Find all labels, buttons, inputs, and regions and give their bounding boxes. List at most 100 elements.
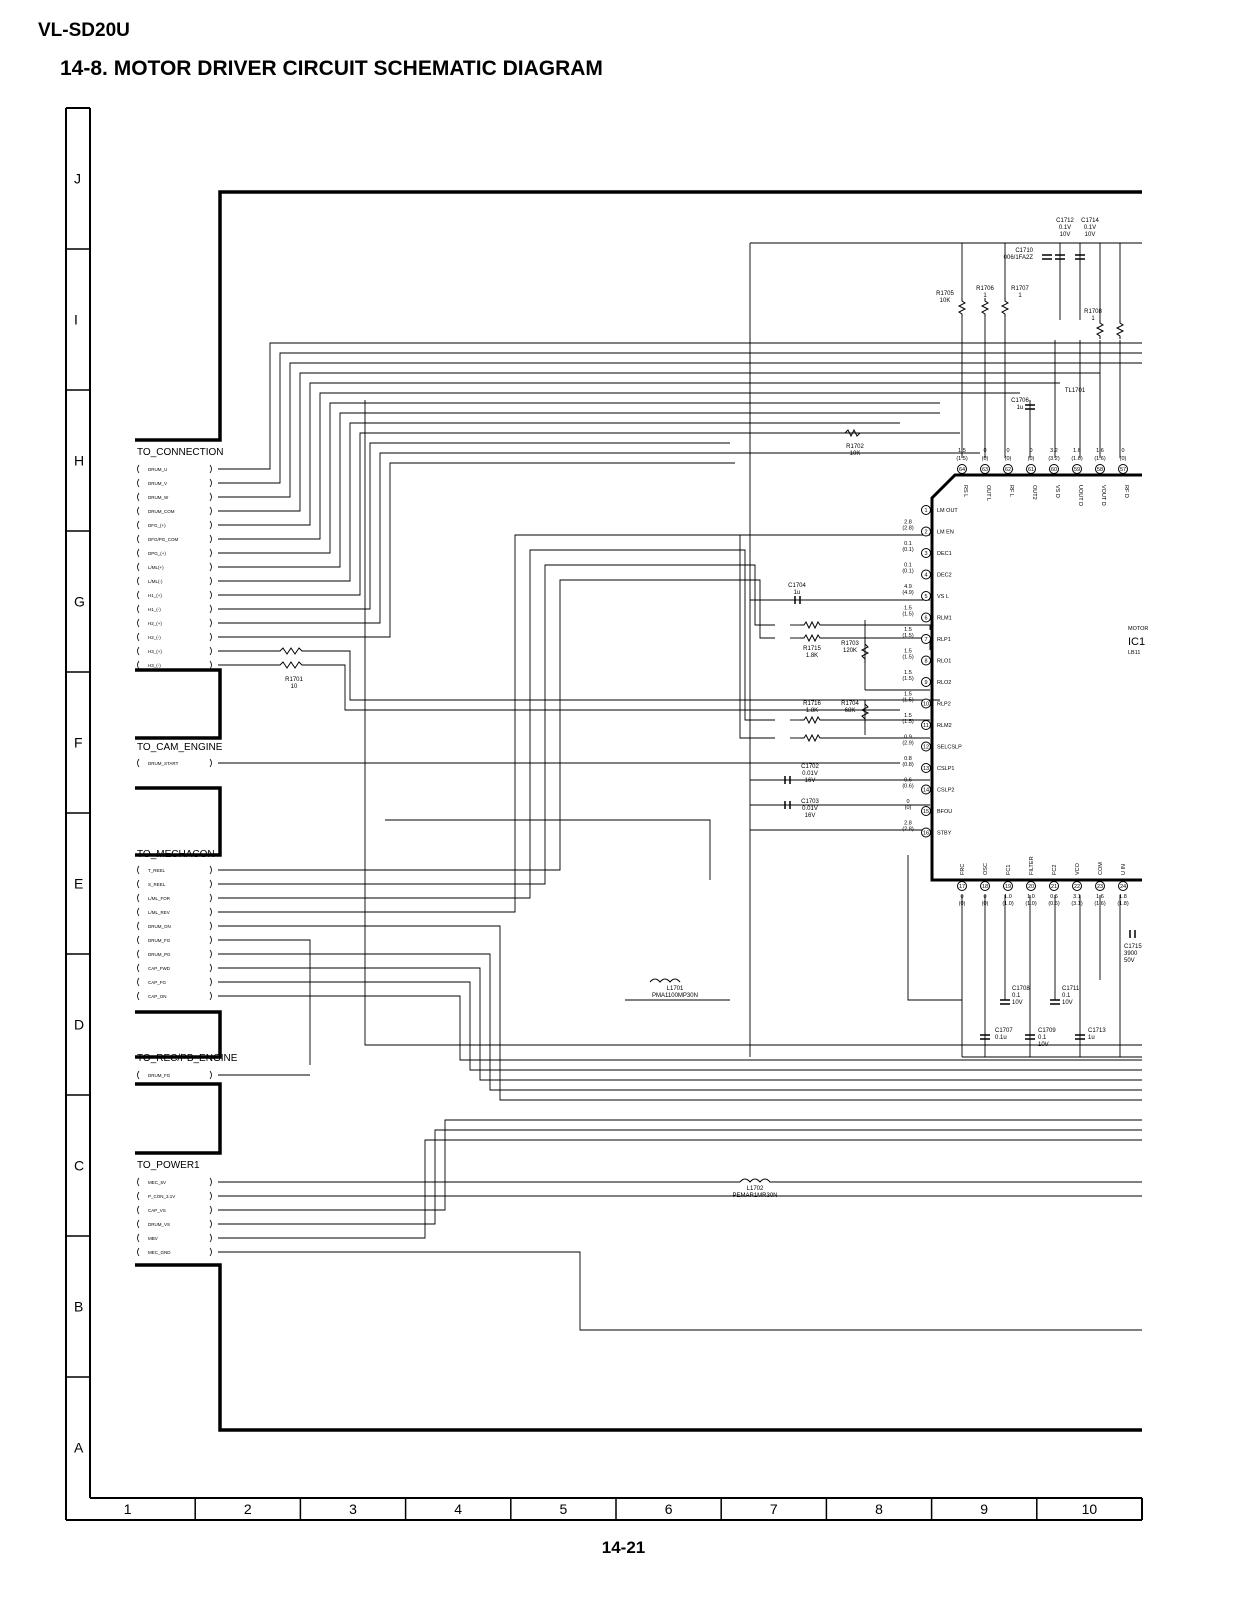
ic-pin-voltage-pb: (0) (905, 805, 912, 811)
ic-pin-number: 19 (1005, 884, 1011, 890)
ic-pin-voltage: 4.9 (904, 584, 912, 590)
connector-signal: MEC_GND (148, 1250, 171, 1255)
ic-pin-voltage-pb: (1.6) (1094, 901, 1105, 907)
connector-signal: MEC_5V (148, 1180, 166, 1185)
ic-pin-8 (921, 655, 931, 666)
connector-pin-close (209, 907, 212, 917)
ic-pin-number: 62 (1005, 467, 1011, 473)
model-number: VL-SD20U (38, 20, 130, 41)
c1710-symbol (1042, 254, 1052, 260)
r1703-symbol (860, 640, 870, 663)
ic-pin-64 (957, 464, 967, 474)
ic-function-label: MOTOR (1128, 626, 1148, 632)
ic-pin-voltage-pb: (1.6) (1094, 456, 1105, 462)
ic-pin-voltage-pb: (1.8) (1117, 901, 1128, 907)
ic-pin-voltage-pb: (0) (1028, 456, 1035, 462)
connector-pin-open (137, 907, 140, 917)
ic-pin-number: 7 (924, 637, 927, 643)
r1701-symbol (272, 647, 320, 655)
ic-pin-60 (1049, 464, 1059, 474)
connector-signal: L/ML_FOR (148, 896, 171, 901)
ic-pin-1 (921, 505, 931, 515)
c1702-value: 0.01V (802, 771, 818, 777)
c1711-value: 0.1 (1062, 993, 1071, 999)
c1702-symbol (784, 776, 791, 784)
c1709-symbol (1025, 1034, 1035, 1040)
wiring (218, 242, 1142, 1331)
c1707-value: 0.1u (995, 1035, 1007, 1041)
c1704-value: 1u (794, 590, 801, 596)
ic-pin-voltage-pb: (1.5) (902, 676, 913, 682)
grid-col-4: 4 (454, 1501, 462, 1517)
c1710-ref: C1710 (1015, 248, 1033, 254)
connector-pin-open (137, 1070, 140, 1080)
ic-pin-voltage-pb: (1.5) (902, 633, 913, 639)
ic-pin-voltage-pb: (1.5) (902, 698, 913, 704)
c1706-ref: C1706 (1011, 398, 1029, 404)
connector-pin-open (137, 1205, 140, 1215)
c1713-ref: C1713 (1088, 1028, 1106, 1034)
ic-pin-name: CSLP2 (937, 788, 954, 794)
connector-pin-close (209, 977, 212, 987)
ic-pin-voltage-pb: (0) (982, 901, 989, 907)
ic-pin-19 (1003, 881, 1013, 891)
connector-pin-open (137, 506, 140, 516)
connector-pin-open (137, 949, 140, 959)
ic-pin-voltage-pb: (0) (1120, 456, 1127, 462)
connector-pin-open (137, 1177, 140, 1187)
connector-pin-close (209, 492, 212, 502)
ic-pin-name: LM OUT (937, 508, 958, 514)
ic-pin-voltage: 2.8 (904, 821, 912, 827)
ic-pin-name: RF L (1008, 485, 1014, 497)
ic-pin-name: UOUT D (1077, 485, 1083, 506)
connector-pin-open (137, 576, 140, 586)
grid-row-B: B (74, 1299, 83, 1315)
r1715-value: 1.8K (806, 653, 818, 659)
connector-signal: H2_(+) (148, 621, 162, 626)
ic-pin-name: VOUT D (1100, 485, 1106, 506)
ic-pin-voltage: 1.5 (904, 670, 912, 676)
connector-signal: CAP_FG (148, 980, 167, 985)
connector-pin-close (209, 632, 212, 642)
ic-pin-voltage: 1.8 (1119, 894, 1127, 900)
connector-signal: H3_(+) (148, 649, 162, 654)
connector-signal: L/ML(+) (148, 565, 164, 570)
grid-col-10: 10 (1082, 1501, 1098, 1517)
connector-signal: DRUM_ON (148, 924, 171, 929)
connector-signal: DRUM_COM (148, 509, 175, 514)
ic-pin-name: FC1 (1006, 865, 1012, 875)
ic-pin-number: 61 (1028, 467, 1034, 473)
connector-signal: MBV (148, 1236, 158, 1241)
r1702-value: 10K (850, 451, 861, 457)
connector-signal: DRUM_W (148, 495, 169, 500)
connector-signal: DRUM_VS (148, 1222, 170, 1227)
c1703-symbol (784, 801, 791, 809)
connector-signal: CAP_VS (148, 1208, 166, 1213)
ic-pin-13 (921, 763, 931, 773)
ic-pin-20 (1026, 881, 1036, 891)
ic-pin-name: OUT L (985, 485, 991, 501)
ic-pin-voltage: 1.0 (1027, 894, 1035, 900)
ic-pin-voltage: 1.6 (1073, 448, 1081, 454)
ic-pin-voltage: 0.6 (904, 778, 912, 784)
ic-pin-number: 18 (982, 884, 988, 890)
c1708-value: 0.1 (1012, 993, 1021, 999)
connector-pin-close (209, 562, 212, 572)
ic-pin-62 (1003, 464, 1013, 474)
c1713-symbol (1075, 1034, 1085, 1040)
c1714-voltage: 10V (1085, 232, 1096, 238)
grid-row-ticks (66, 248, 90, 1378)
c1714-symbol (1075, 254, 1085, 260)
connector-group: TO_CONNECTIONDRUM_UDRUM_VDRUM_WDRUM_COMD… (137, 447, 238, 1257)
ic-pin-name: RLP2 (937, 702, 951, 708)
connector-pin-open (137, 520, 140, 530)
ic-pin-voltage: 1.5 (904, 649, 912, 655)
ic-pin-12 (921, 741, 931, 752)
connector-pin-open (137, 464, 140, 474)
c1715-ref: C1715 (1124, 944, 1142, 950)
connector-signal: DRUM_FG (148, 938, 171, 943)
ic-part-number: LB11 (1128, 650, 1140, 656)
ic-outline (930, 473, 1142, 882)
ic-pin-voltage-pb: (1.0) (1025, 901, 1036, 907)
ic-pin-number: 4 (924, 573, 927, 579)
